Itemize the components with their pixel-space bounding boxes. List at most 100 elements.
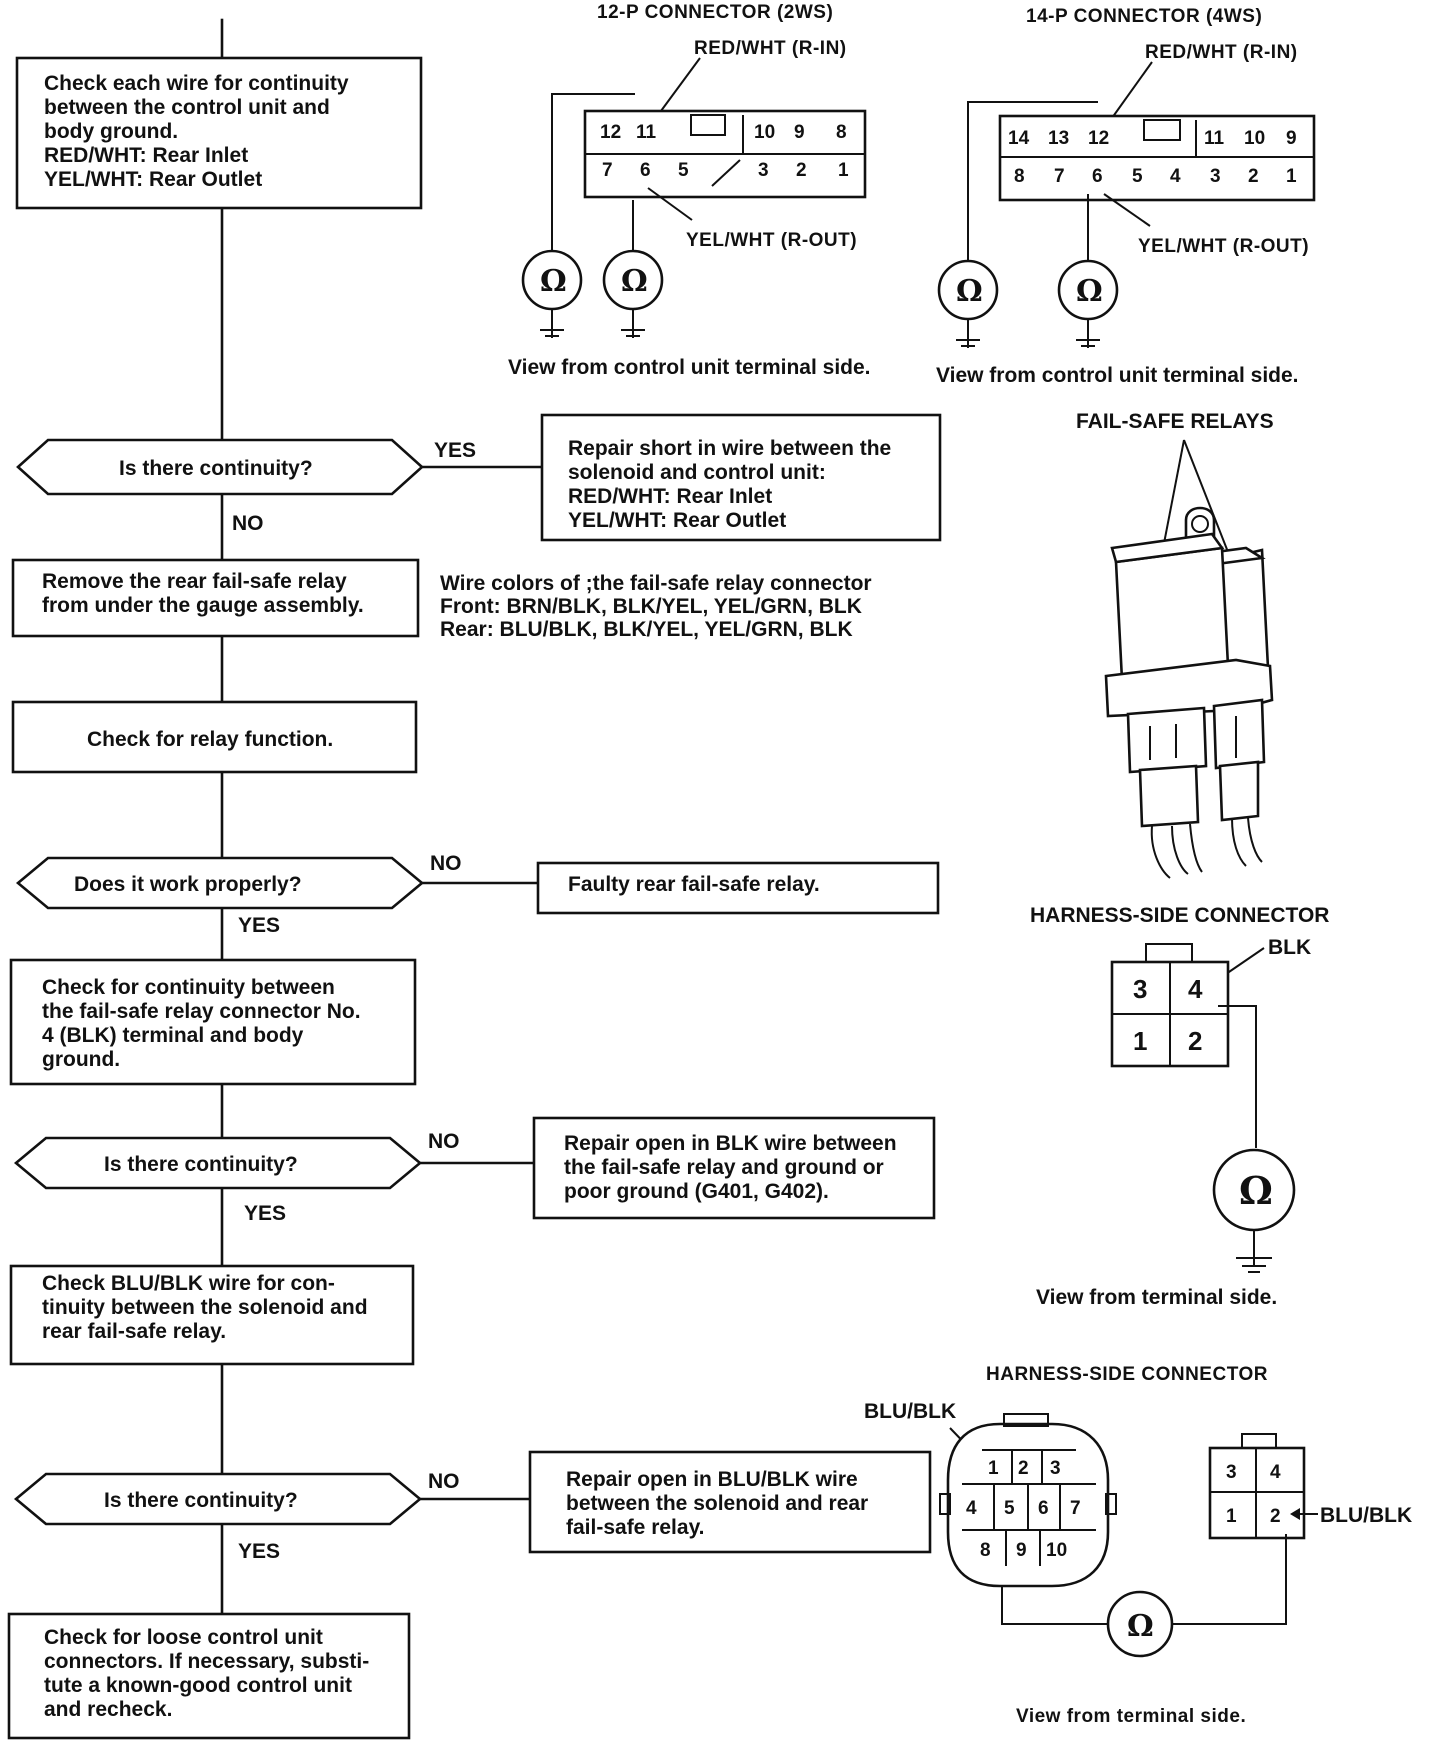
box5-line: Check BLU/BLK wire for con- xyxy=(42,1272,335,1295)
box5-line: rear fail-safe relay. xyxy=(42,1320,226,1343)
pin: 14 xyxy=(1008,128,1030,149)
pin: 1 xyxy=(988,1458,999,1479)
wire-colors-line: Wire colors of ;the fail-safe relay conn… xyxy=(440,572,872,595)
repair3-line: Repair open in BLK wire between xyxy=(564,1132,897,1155)
pin: 4 xyxy=(1170,166,1181,187)
decision-works-properly: Does it work properly? NO YES xyxy=(15,852,462,937)
pin: 7 xyxy=(1070,1498,1081,1519)
pin: 6 xyxy=(1092,166,1103,187)
decision3-no-label: NO xyxy=(428,1130,460,1153)
harness-connector-blk-diagram: HARNESS-SIDE CONNECTOR BLK 3 4 1 2 Ω Vie… xyxy=(1030,904,1329,1309)
connector12-view-caption: View from control unit terminal side. xyxy=(508,356,871,379)
decision3-text: Is there continuity? xyxy=(104,1153,298,1176)
pin: 10 xyxy=(1244,128,1265,149)
repair3-line: poor ground (G401, G402). xyxy=(564,1180,829,1203)
decision-continuity-3: Is there continuity? NO YES xyxy=(13,1470,460,1563)
connector12-title: 12-P CONNECTOR (2WS) xyxy=(597,2,833,23)
box2-line: Remove the rear fail-safe relay xyxy=(42,570,347,593)
box6-line: Check for loose control unit xyxy=(44,1626,323,1649)
decision2-text: Does it work properly? xyxy=(74,873,302,896)
repair1-line: solenoid and control unit: xyxy=(568,461,826,484)
pin: 4 xyxy=(1188,974,1203,1004)
ohm-meter-icon: Ω xyxy=(621,264,648,299)
pin: 2 xyxy=(1188,1026,1202,1056)
check-blu-blk-box: Check BLU/BLK wire for con- tinuity betw… xyxy=(9,1264,415,1366)
pin: 13 xyxy=(1048,128,1069,149)
pin: 8 xyxy=(980,1540,991,1561)
connector-14p-diagram: 14-P CONNECTOR (4WS) RED/WHT (R-IN) 14 1… xyxy=(936,6,1316,387)
decision1-no-label: NO xyxy=(232,512,264,535)
pin: 9 xyxy=(1016,1540,1027,1561)
ohm-meter-icon: Ω xyxy=(1239,1168,1273,1213)
box2-line: from under the gauge assembly. xyxy=(42,594,364,617)
repair4-line: Repair open in BLU/BLK wire xyxy=(566,1468,858,1491)
decision4-no-label: NO xyxy=(428,1470,460,1493)
box1-line: body ground. xyxy=(44,120,178,143)
harness2-blu-label: BLU/BLK xyxy=(864,1400,956,1423)
pin: 1 xyxy=(1286,166,1297,187)
pin: 6 xyxy=(1038,1498,1049,1519)
decision1-text: Is there continuity? xyxy=(119,457,313,480)
repair1-line: RED/WHT: Rear Inlet xyxy=(568,485,772,508)
ohm-meter-icon: Ω xyxy=(540,264,567,299)
wire-colors-note: Wire colors of ;the fail-safe relay conn… xyxy=(440,572,872,641)
repair-blk-open-box: Repair open in BLK wire between the fail… xyxy=(532,1116,936,1220)
repair1-line: Repair short in wire between the xyxy=(568,437,891,460)
decision2-no-label: NO xyxy=(430,852,462,875)
pin: 3 xyxy=(1226,1462,1237,1483)
ohm-meter-icon: Ω xyxy=(956,274,983,309)
box5-line: tinuity between the solenoid and xyxy=(42,1296,368,1319)
ohm-meter-icon: Ω xyxy=(1127,1609,1154,1644)
box4-line: the fail-safe relay connector No. xyxy=(42,1000,361,1023)
pin: 2 xyxy=(1248,166,1259,187)
harness2-view-caption: View from terminal side. xyxy=(1016,1706,1246,1727)
pin: 2 xyxy=(796,160,807,181)
pin: 4 xyxy=(966,1498,977,1519)
repair1-line: YEL/WHT: Rear Outlet xyxy=(568,509,786,532)
box6-line: tute a known-good control unit xyxy=(44,1674,352,1697)
pin: 6 xyxy=(640,160,651,181)
decision1-yes-label: YES xyxy=(434,439,476,462)
pin: 2 xyxy=(1270,1506,1281,1527)
pin: 7 xyxy=(602,160,613,181)
box4-line: 4 (BLK) terminal and body xyxy=(42,1024,304,1047)
box3-text: Check for relay function. xyxy=(87,728,333,751)
harness1-blk-label: BLK xyxy=(1268,936,1311,959)
pin: 9 xyxy=(794,122,805,143)
decision-continuity-1: Is there continuity? YES NO xyxy=(16,438,476,535)
box4-line: Check for continuity between xyxy=(42,976,335,999)
pin: 11 xyxy=(636,122,657,143)
harness2-title: HARNESS-SIDE CONNECTOR xyxy=(986,1364,1268,1385)
pin: 7 xyxy=(1054,166,1065,187)
relays-title: FAIL-SAFE RELAYS xyxy=(1076,410,1274,433)
pin: 1 xyxy=(838,160,849,181)
pin: 3 xyxy=(1050,1458,1061,1479)
connector14-yel-label: YEL/WHT (R-OUT) xyxy=(1138,236,1309,257)
check-wire-continuity-box: Check each wire for continuity between t… xyxy=(15,56,423,210)
connector14-red-label: RED/WHT (R-IN) xyxy=(1145,42,1298,63)
decision4-yes-label: YES xyxy=(238,1540,280,1563)
pin: 1 xyxy=(1226,1506,1237,1527)
pin: 5 xyxy=(1132,166,1143,187)
harness-connector-blu-blk-diagram: HARNESS-SIDE CONNECTOR BLU/BLK 1 2 3 4 5… xyxy=(864,1364,1412,1727)
connector14-title: 14-P CONNECTOR (4WS) xyxy=(1026,6,1262,27)
box1-line: RED/WHT: Rear Inlet xyxy=(44,144,248,167)
box6-line: and recheck. xyxy=(44,1698,172,1721)
decision4-text: Is there continuity? xyxy=(104,1489,298,1512)
check-blk-terminal-box: Check for continuity between the fail-sa… xyxy=(9,958,417,1086)
repair2-text: Faulty rear fail-safe relay. xyxy=(568,873,820,896)
pin: 3 xyxy=(758,160,769,181)
flow-connectors xyxy=(220,18,544,1616)
pin: 9 xyxy=(1286,128,1297,149)
box4-line: ground. xyxy=(42,1048,120,1071)
repair4-line: fail-safe relay. xyxy=(566,1516,705,1539)
decision2-yes-label: YES xyxy=(238,914,280,937)
harness1-title: HARNESS-SIDE CONNECTOR xyxy=(1030,904,1329,927)
connector-12p-diagram: 12-P CONNECTOR (2WS) RED/WHT (R-IN) 1 2 1… xyxy=(508,2,871,379)
connector12-red-label: RED/WHT (R-IN) xyxy=(694,38,847,59)
box1-line: YEL/WHT: Rear Outlet xyxy=(44,168,262,191)
pin: 3 xyxy=(1133,974,1147,1004)
repair-short-box: Repair short in wire between the solenoi… xyxy=(540,413,942,542)
repair-blu-blk-open-box: Repair open in BLU/BLK wire between the … xyxy=(528,1450,932,1554)
